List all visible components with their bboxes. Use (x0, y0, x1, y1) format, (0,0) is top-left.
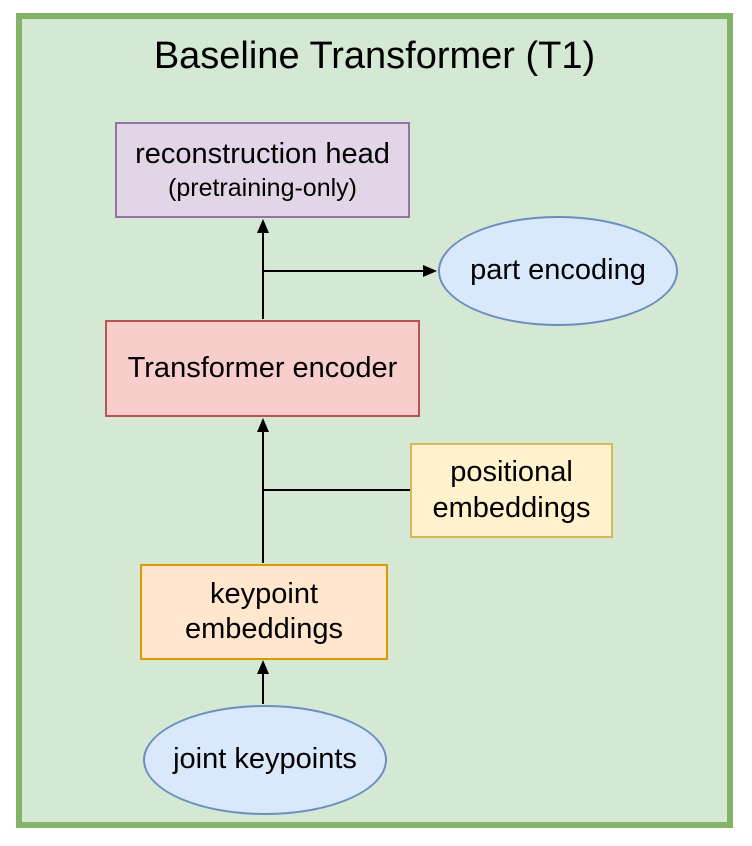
reconstruction-head-label: reconstruction head (135, 138, 390, 171)
node-positional-embeddings: positional embeddings (410, 443, 613, 538)
reconstruction-head-sublabel: (pretraining-only) (168, 173, 357, 202)
node-transformer-encoder: Transformer encoder (105, 320, 420, 417)
diagram-title: Baseline Transformer (T1) (153, 35, 596, 77)
node-joint-keypoints: joint keypoints (143, 705, 387, 815)
transformer-encoder-label: Transformer encoder (127, 351, 398, 384)
positional-embeddings-label: positional embeddings (432, 456, 591, 524)
node-keypoint-embeddings: keypoint embeddings (140, 564, 388, 660)
joint-keypoints-label: joint keypoints (173, 743, 357, 776)
node-reconstruction-head: reconstruction head (pretraining-only) (115, 122, 410, 218)
keypoint-embeddings-label: keypoint embeddings (185, 577, 343, 645)
node-part-encoding: part encoding (438, 216, 678, 326)
part-encoding-label: part encoding (470, 254, 646, 287)
